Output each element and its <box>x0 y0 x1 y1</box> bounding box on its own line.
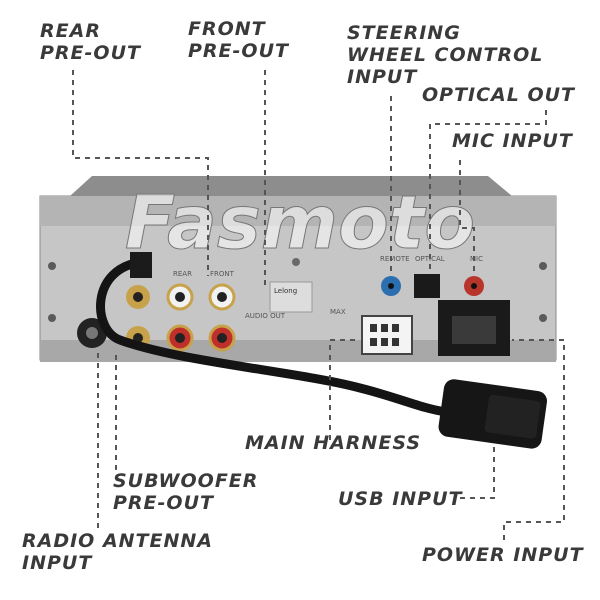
chassis-top <box>70 176 512 196</box>
usb-plug <box>438 379 548 449</box>
rca-front-left <box>208 283 236 311</box>
rca-rear-left <box>126 285 150 309</box>
label-rear-preout: REAR PRE-OUT <box>40 20 141 64</box>
label-subwoofer-preout: SUBWOOFER PRE-OUT <box>113 470 259 514</box>
leader-harness <box>329 339 360 440</box>
screw <box>539 262 547 270</box>
screw <box>539 314 547 322</box>
usb-cable <box>96 257 451 417</box>
leader-usb <box>460 446 495 499</box>
cable-boot <box>130 252 152 278</box>
rear-panel-shade <box>40 196 556 226</box>
label-main-harness: MAIN HARNESS <box>245 432 422 454</box>
label-optical-out: OPTICAL OUT <box>422 84 576 106</box>
mic-jack-core <box>471 283 477 289</box>
antenna-jack-core <box>86 327 98 339</box>
screw <box>292 258 300 266</box>
label-radio-antenna: RADIO ANTENNA INPUT <box>22 530 213 574</box>
leader-lines <box>72 70 565 540</box>
optical-port <box>414 274 440 298</box>
sticker <box>269 281 313 313</box>
panel-text-max: MAX <box>330 308 346 316</box>
label-power-input: POWER INPUT <box>422 544 584 566</box>
leader-power <box>503 339 565 540</box>
main-harness-port <box>361 315 413 355</box>
label-usb-input: USB INPUT <box>338 488 463 510</box>
panel-text-remote: REMOTE <box>380 255 410 263</box>
panel-text-rear: REAR <box>173 270 192 278</box>
label-mic-input: MIC INPUT <box>452 130 573 152</box>
screw <box>48 314 56 322</box>
sticker-text: Lelong <box>274 287 297 295</box>
label-steering-input: STEERING WHEEL CONTROL INPUT <box>347 22 544 88</box>
panel-text-front: FRONT <box>210 270 235 278</box>
panel-text-audio-out: AUDIO OUT <box>245 312 286 320</box>
rca-rear-right <box>166 283 194 311</box>
watermark: Fasmoto <box>125 180 475 266</box>
rca-rear-right-2 <box>208 324 236 352</box>
rca-front-right <box>166 324 194 352</box>
panel-text-mic: MIC <box>470 255 483 263</box>
leader-mic <box>459 160 475 272</box>
power-port-inner <box>452 316 496 344</box>
screw <box>48 262 56 270</box>
leader-optical <box>429 110 547 272</box>
leader-rear <box>72 70 209 276</box>
remote-jack-core <box>388 283 394 289</box>
main-harness-pins <box>370 324 399 346</box>
label-front-preout: FRONT PRE-OUT <box>188 18 289 62</box>
